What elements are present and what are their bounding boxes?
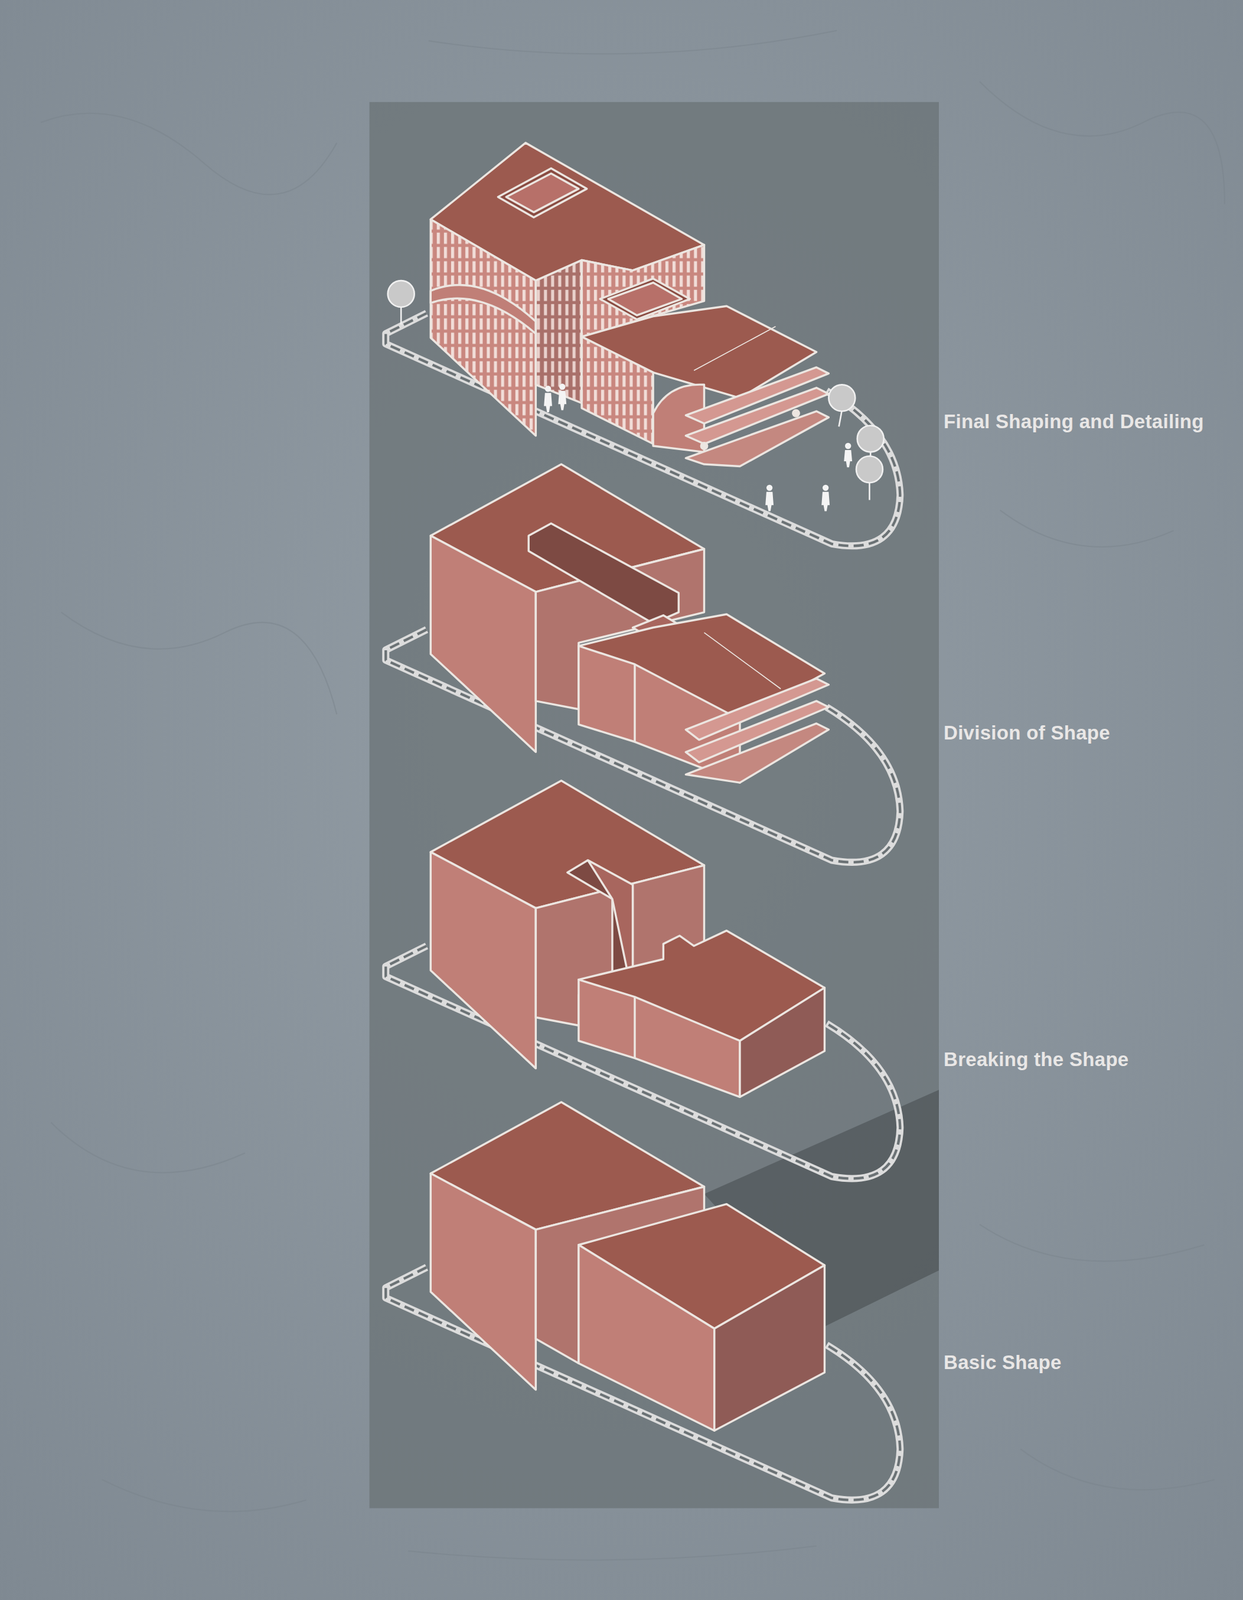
- texture-part: [428, 30, 837, 54]
- stage-division-part: [430, 535, 536, 752]
- trees: [387, 280, 884, 500]
- texture-part: [408, 1545, 817, 1560]
- stage-final-part: [791, 409, 801, 418]
- people-part: [845, 442, 851, 449]
- stage-breaking-part: [633, 996, 636, 1059]
- texture-part: [40, 113, 337, 195]
- stage-division-part: [703, 632, 781, 689]
- people-part: [545, 385, 551, 392]
- stage-breaking: [385, 780, 900, 1179]
- texture-part: [979, 81, 1225, 204]
- people-part: [822, 484, 829, 491]
- stage-final-part: [535, 260, 582, 404]
- stage-breaking-part: [578, 979, 740, 1098]
- trees-part: [857, 425, 884, 452]
- people-part: [543, 392, 553, 413]
- stage-label: Breaking the Shape: [943, 1048, 1130, 1071]
- stage-division-part: [685, 723, 829, 783]
- trees-part: [856, 455, 883, 483]
- stage-final-part: [430, 285, 536, 334]
- stage-label: Final Shaping and Detailing: [943, 410, 1205, 433]
- stage-basic-part: [578, 1244, 715, 1431]
- trees-part: [828, 384, 856, 411]
- trees-part: [387, 280, 415, 308]
- stage-final: [385, 142, 900, 546]
- stage-basic: [385, 1089, 939, 1500]
- people-part: [766, 484, 773, 491]
- stage-final-part: [430, 219, 536, 436]
- trees-part: [868, 481, 871, 500]
- stage-final-part: [693, 326, 776, 371]
- texture-part: [1000, 510, 1174, 547]
- stage-final-part: [608, 282, 682, 316]
- texture-part: [102, 1479, 307, 1512]
- trees-part: [400, 305, 403, 325]
- stage-basic-part: [714, 1264, 825, 1431]
- trees-part: [839, 410, 843, 427]
- stage-final-part: [506, 173, 579, 213]
- stage-label: Basic Shape: [943, 1351, 1062, 1374]
- people-part: [558, 390, 567, 411]
- stage-breaking-part: [739, 987, 825, 1097]
- people: [543, 383, 853, 512]
- diagram-panel: [369, 102, 939, 1509]
- stage-basic-part: [430, 1173, 536, 1390]
- people-part: [843, 449, 853, 468]
- texture: [40, 30, 1225, 1561]
- stage-final-part: [685, 410, 829, 466]
- stage-label: Division of Shape: [943, 721, 1111, 745]
- people-part: [559, 383, 566, 390]
- texture-part: [1020, 1448, 1215, 1490]
- stage-final-part: [700, 441, 709, 450]
- people-part: [821, 491, 830, 512]
- stage-final-part: [599, 278, 690, 320]
- texture-part: [50, 1121, 245, 1173]
- stage-breaking-part: [430, 852, 536, 1069]
- texture-part: [61, 612, 338, 715]
- stage-final-part: [497, 168, 587, 218]
- stage-division-part: [528, 523, 679, 623]
- stage-final-part: [581, 336, 654, 444]
- stage-division-part: [633, 664, 636, 742]
- people-part: [765, 491, 774, 512]
- stage-division: [385, 464, 900, 863]
- texture-part: [979, 1224, 1205, 1261]
